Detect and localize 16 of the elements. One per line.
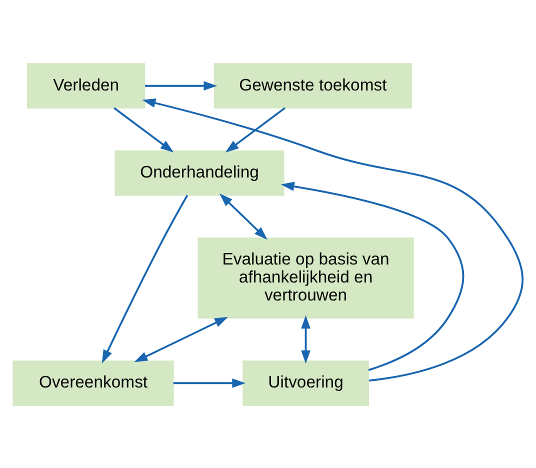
arrow bbox=[114, 106, 174, 152]
arrow bbox=[280, 181, 464, 370]
node-box: Evaluatie op basis van afhankelijkheid en vertrouwen bbox=[198, 236, 414, 318]
node-box: Gewenste toekomst bbox=[214, 62, 412, 108]
arrow bbox=[225, 106, 286, 152]
arrow bbox=[145, 80, 218, 90]
arrow bbox=[134, 316, 228, 362]
arrow bbox=[173, 378, 246, 388]
node-box: Uitvoering bbox=[242, 360, 370, 406]
arrow bbox=[301, 314, 310, 364]
arrow bbox=[219, 192, 268, 240]
node-box: Verleden bbox=[27, 62, 146, 108]
node-box: Onderhandeling bbox=[114, 150, 284, 196]
arrow bbox=[102, 194, 188, 363]
arrow bbox=[142, 98, 524, 382]
node-box: Overeenkomst bbox=[12, 360, 174, 406]
